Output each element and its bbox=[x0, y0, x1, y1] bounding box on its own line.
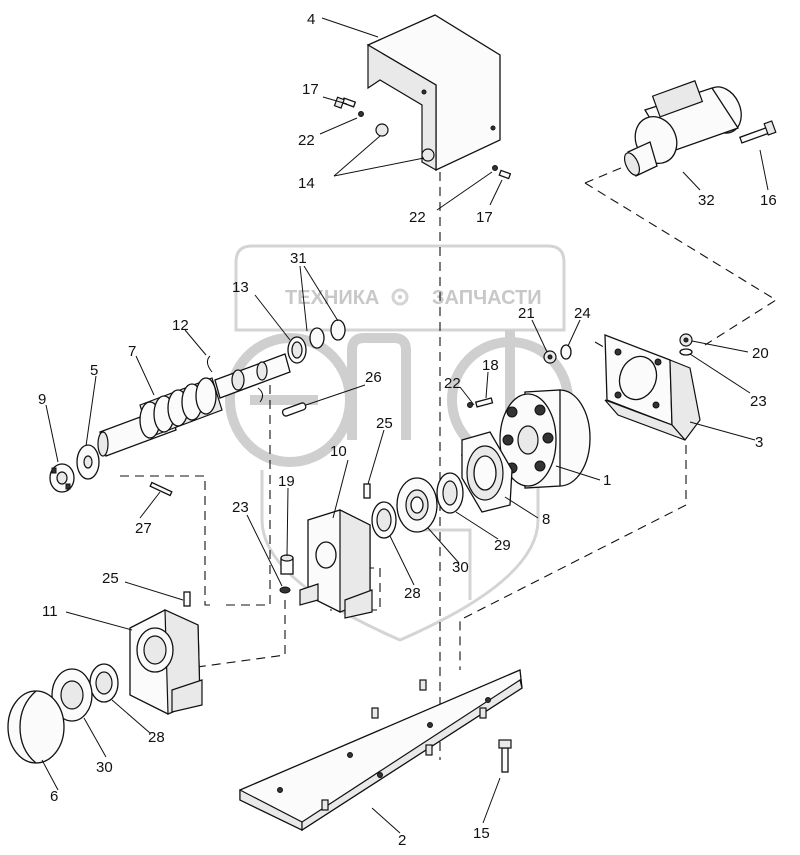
watermark-text-left: ТЕХНИКА bbox=[285, 287, 379, 309]
callout-13: 13 bbox=[232, 279, 249, 296]
callout-25: 25 bbox=[376, 415, 393, 432]
part-12-snap-ring bbox=[206, 355, 264, 403]
part-8-flange bbox=[461, 431, 513, 513]
part-30-bearing-left bbox=[51, 668, 93, 722]
callout-10: 10 bbox=[330, 443, 347, 460]
part-13-bearing-ring bbox=[287, 336, 307, 364]
part-7-worm-shaft bbox=[97, 353, 291, 457]
part-16-bolt bbox=[739, 120, 777, 144]
part-6-cap bbox=[7, 690, 65, 764]
part-5-washer bbox=[76, 444, 100, 480]
part-29-seal bbox=[436, 472, 464, 514]
callout-4: 4 bbox=[307, 11, 315, 28]
callout-21: 21 bbox=[518, 305, 535, 322]
part-23-washer-left bbox=[279, 586, 291, 594]
part-30-bearing-right bbox=[396, 477, 438, 533]
callout-9: 9 bbox=[38, 391, 46, 408]
callout-16: 16 bbox=[760, 192, 777, 209]
watermark-letter-l bbox=[347, 333, 411, 440]
callout-22: 22 bbox=[444, 375, 461, 392]
part-3-bracket bbox=[604, 334, 701, 441]
part-18-bolt bbox=[467, 397, 494, 408]
part-25-pin-upper bbox=[363, 483, 371, 499]
callout-7: 7 bbox=[128, 343, 136, 360]
callout-1: 1 bbox=[603, 472, 611, 489]
leader-lines bbox=[41, 17, 769, 834]
callout-26: 26 bbox=[365, 369, 382, 386]
callout-15: 15 bbox=[473, 825, 490, 842]
callout-17: 17 bbox=[302, 81, 319, 98]
callout-30: 30 bbox=[96, 759, 113, 776]
part-31-shims bbox=[309, 319, 346, 349]
part-4-cover bbox=[366, 14, 501, 172]
callout-27: 27 bbox=[135, 520, 152, 537]
callout-22: 22 bbox=[298, 132, 315, 149]
part-10-bearing-housing bbox=[299, 509, 373, 619]
part-23-washer bbox=[679, 348, 693, 356]
callout-2: 2 bbox=[398, 832, 406, 849]
part-2-base-plate bbox=[239, 669, 523, 832]
callout-29: 29 bbox=[494, 537, 511, 554]
assembly-lines bbox=[120, 159, 778, 760]
callout-18: 18 bbox=[482, 357, 499, 374]
callout-12: 12 bbox=[172, 317, 189, 334]
callout-20: 20 bbox=[752, 345, 769, 362]
part-25-pin-lower bbox=[183, 591, 191, 607]
part-32-hydraulic-motor bbox=[623, 80, 742, 177]
callout-32: 32 bbox=[698, 192, 715, 209]
part-11-bearing-housing bbox=[129, 609, 203, 715]
callout-8: 8 bbox=[542, 511, 550, 528]
callout-28: 28 bbox=[148, 729, 165, 746]
callout-19: 19 bbox=[278, 473, 295, 490]
callout-5: 5 bbox=[90, 362, 98, 379]
callout-3: 3 bbox=[755, 434, 763, 451]
callout-30: 30 bbox=[452, 559, 469, 576]
part-28-seal-right bbox=[371, 501, 397, 539]
part-20-nut bbox=[679, 333, 693, 356]
callout-23: 23 bbox=[750, 393, 767, 410]
callout-17: 17 bbox=[476, 209, 493, 226]
part-28-seal-left bbox=[89, 663, 119, 703]
part-1-housing bbox=[499, 389, 591, 489]
callout-31: 31 bbox=[290, 250, 307, 267]
part-9-castle-nut bbox=[49, 463, 75, 493]
callout-22: 22 bbox=[409, 209, 426, 226]
part-24-washer bbox=[560, 344, 572, 360]
callout-11: 11 bbox=[42, 603, 58, 620]
callout-28: 28 bbox=[404, 585, 421, 602]
watermark-shield bbox=[260, 470, 540, 642]
watermark-text-right: ЗАПЧАСТИ bbox=[432, 287, 542, 309]
part-26-key bbox=[281, 402, 307, 417]
part-21-nut bbox=[543, 350, 557, 364]
callout-23: 23 bbox=[232, 499, 249, 516]
part-15-bolt bbox=[498, 739, 512, 773]
part-19-grease-fitting bbox=[280, 554, 294, 575]
callout-labels: 4 17 22 14 22 17 32 16 31 13 12 7 5 9 27… bbox=[38, 11, 777, 849]
callout-24: 24 bbox=[574, 305, 591, 322]
part-14-bushing bbox=[375, 123, 389, 137]
bolt-17-left bbox=[333, 96, 364, 117]
gear-icon bbox=[391, 288, 409, 306]
callout-14: 14 bbox=[298, 175, 315, 192]
bolt-17-right bbox=[492, 165, 512, 180]
callout-6: 6 bbox=[50, 788, 58, 805]
part-27-cotter-pin bbox=[149, 481, 173, 497]
callout-25: 25 bbox=[102, 570, 119, 587]
